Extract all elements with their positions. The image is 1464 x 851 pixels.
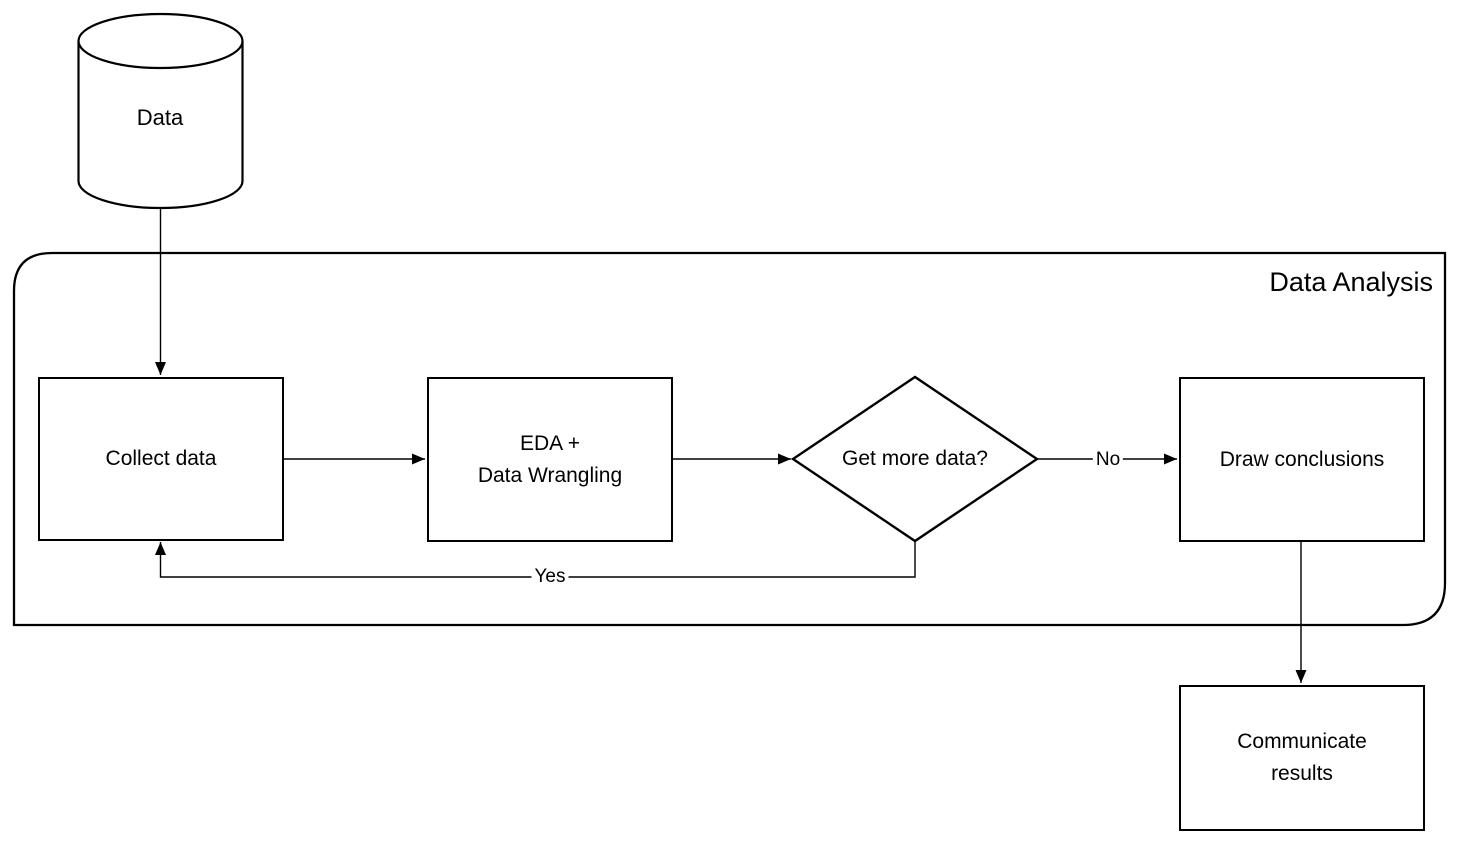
eda-wrangling-label-line2: Data Wrangling xyxy=(477,463,623,487)
data-store-label: Data xyxy=(136,105,184,130)
communicate-results-label-line1: Communicate xyxy=(1237,730,1367,753)
edge-label-no: No xyxy=(1092,449,1124,471)
eda-wrangling-node: EDA + Data Wrangling xyxy=(427,377,673,542)
container-title: Data Analysis xyxy=(1269,267,1433,297)
data-store-cylinder xyxy=(77,12,244,210)
communicate-results-node: Communicate results xyxy=(1179,685,1425,831)
edge-label-yes: Yes xyxy=(531,566,569,588)
eda-wrangling-label-line1: EDA + xyxy=(519,431,581,455)
decision-label: Get more data? xyxy=(842,447,988,470)
collect-data-label: Collect data xyxy=(105,447,217,470)
collect-data-node: Collect data xyxy=(38,377,284,541)
decision-diamond xyxy=(790,375,1040,543)
data-analysis-container xyxy=(12,251,1447,627)
draw-conclusions-node: Draw conclusions xyxy=(1179,377,1425,542)
communicate-results-label-line2: results xyxy=(1271,762,1333,785)
draw-conclusions-label: Draw conclusions xyxy=(1219,447,1385,471)
